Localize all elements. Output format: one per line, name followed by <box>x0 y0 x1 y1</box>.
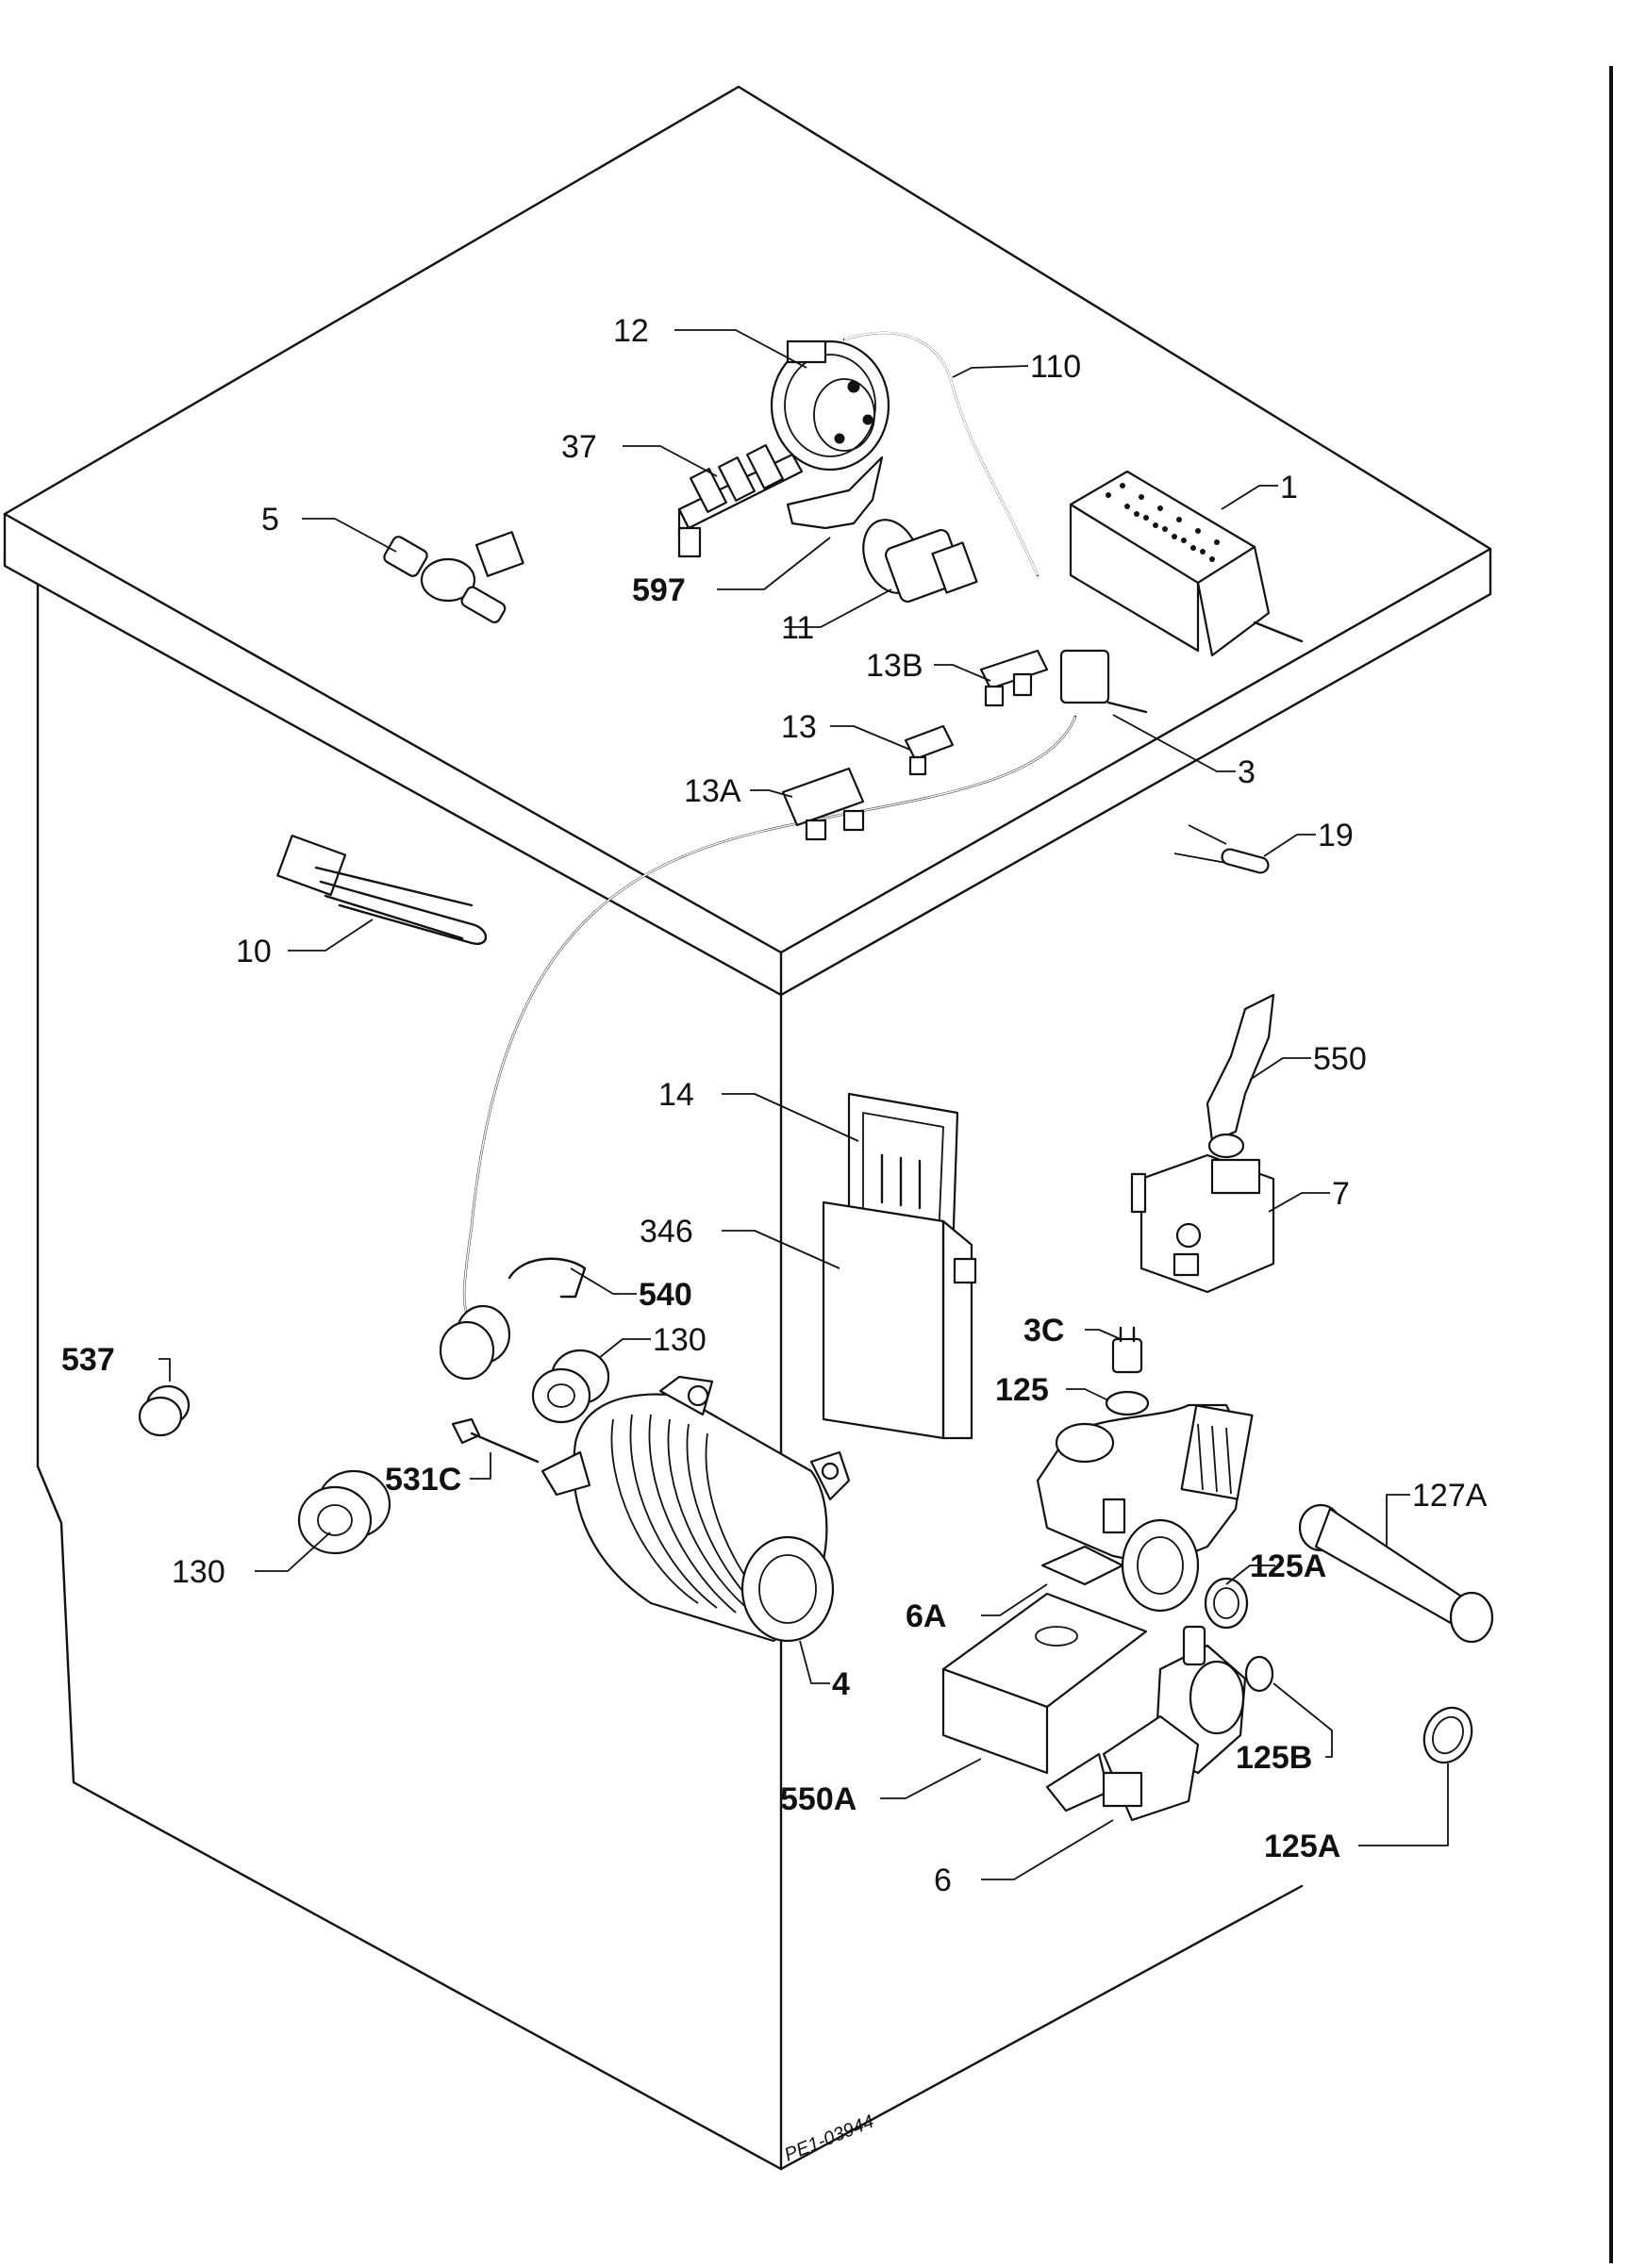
label-10: 10 <box>236 934 272 969</box>
part-37-terminal-block <box>677 444 804 558</box>
part-125a-seal-lower <box>1422 1706 1473 1764</box>
label-13: 13 <box>781 709 817 745</box>
label-6: 6 <box>934 1862 952 1898</box>
cabinet-top-face <box>3 85 1492 954</box>
part-597-bracket <box>786 455 884 530</box>
part-3-switch <box>1059 649 1148 714</box>
label-125b: 125B <box>1236 1740 1312 1776</box>
label-4: 4 <box>832 1666 850 1702</box>
part-7-door-lock <box>1130 1153 1275 1294</box>
label-5: 5 <box>261 502 279 538</box>
label-127a: 127A <box>1412 1478 1488 1514</box>
part-550-lever <box>1206 993 1275 1159</box>
label-6a: 6A <box>906 1598 946 1634</box>
part-540-clamp <box>507 1257 587 1299</box>
part-130-bushing-upper <box>531 1349 610 1424</box>
label-125: 125 <box>995 1372 1049 1408</box>
part-1-programmer <box>1069 470 1304 657</box>
leader-lines <box>158 329 1449 1880</box>
label-550: 550 <box>1313 1041 1367 1077</box>
part-pump-housing <box>1036 1403 1254 1613</box>
part-13a-connector <box>781 767 865 841</box>
part-grommet-upper <box>439 1304 511 1381</box>
label-13a: 13A <box>684 773 741 809</box>
part-6-pump <box>1045 1625 1247 1822</box>
part-537-plug <box>138 1384 191 1437</box>
part-11-capacitor <box>862 519 978 604</box>
part-5-valve <box>383 531 524 623</box>
label-3c: 3C <box>1023 1313 1064 1349</box>
label-130-lower: 130 <box>172 1554 225 1590</box>
label-12: 12 <box>613 313 649 349</box>
label-14: 14 <box>658 1077 694 1113</box>
label-540: 540 <box>639 1277 692 1313</box>
label-11: 11 <box>781 610 814 646</box>
drawing-code: PE1-03944 <box>782 2111 877 2166</box>
part-127a-hose <box>1298 1503 1494 1644</box>
label-1: 1 <box>1280 470 1298 505</box>
part-10-heater <box>276 835 488 945</box>
label-37: 37 <box>561 429 597 465</box>
part-125a-seal-upper <box>1204 1577 1249 1630</box>
label-13b: 13B <box>866 648 923 684</box>
part-550a-cover <box>941 1592 1148 1775</box>
wiring-cable <box>462 715 1077 1322</box>
part-130-bushing-lower <box>297 1469 391 1555</box>
label-110: 110 <box>1030 349 1081 385</box>
label-346: 346 <box>640 1214 693 1250</box>
label-125a-upper: 125A <box>1250 1548 1326 1584</box>
label-531c: 531C <box>385 1462 461 1498</box>
part-346-housing <box>822 1200 977 1440</box>
label-3: 3 <box>1238 754 1256 790</box>
part-125b-seal <box>1244 1655 1274 1693</box>
label-130-upper: 130 <box>653 1322 707 1358</box>
part-12-pressure-switch <box>770 339 890 472</box>
part-19-sensor <box>1173 824 1270 874</box>
part-125-seal <box>1105 1390 1150 1416</box>
label-597: 597 <box>632 572 686 608</box>
part-13b-connector <box>979 649 1049 707</box>
part-531c-bolt <box>451 1417 540 1464</box>
label-125a-lower: 125A <box>1264 1829 1340 1864</box>
part-13-connector <box>904 724 955 776</box>
label-550a: 550A <box>780 1781 857 1817</box>
label-537: 537 <box>61 1342 115 1378</box>
label-7: 7 <box>1332 1176 1350 1212</box>
part-3c-sensor <box>1111 1326 1143 1374</box>
label-19: 19 <box>1318 818 1354 853</box>
part-4-motor <box>541 1375 851 1643</box>
